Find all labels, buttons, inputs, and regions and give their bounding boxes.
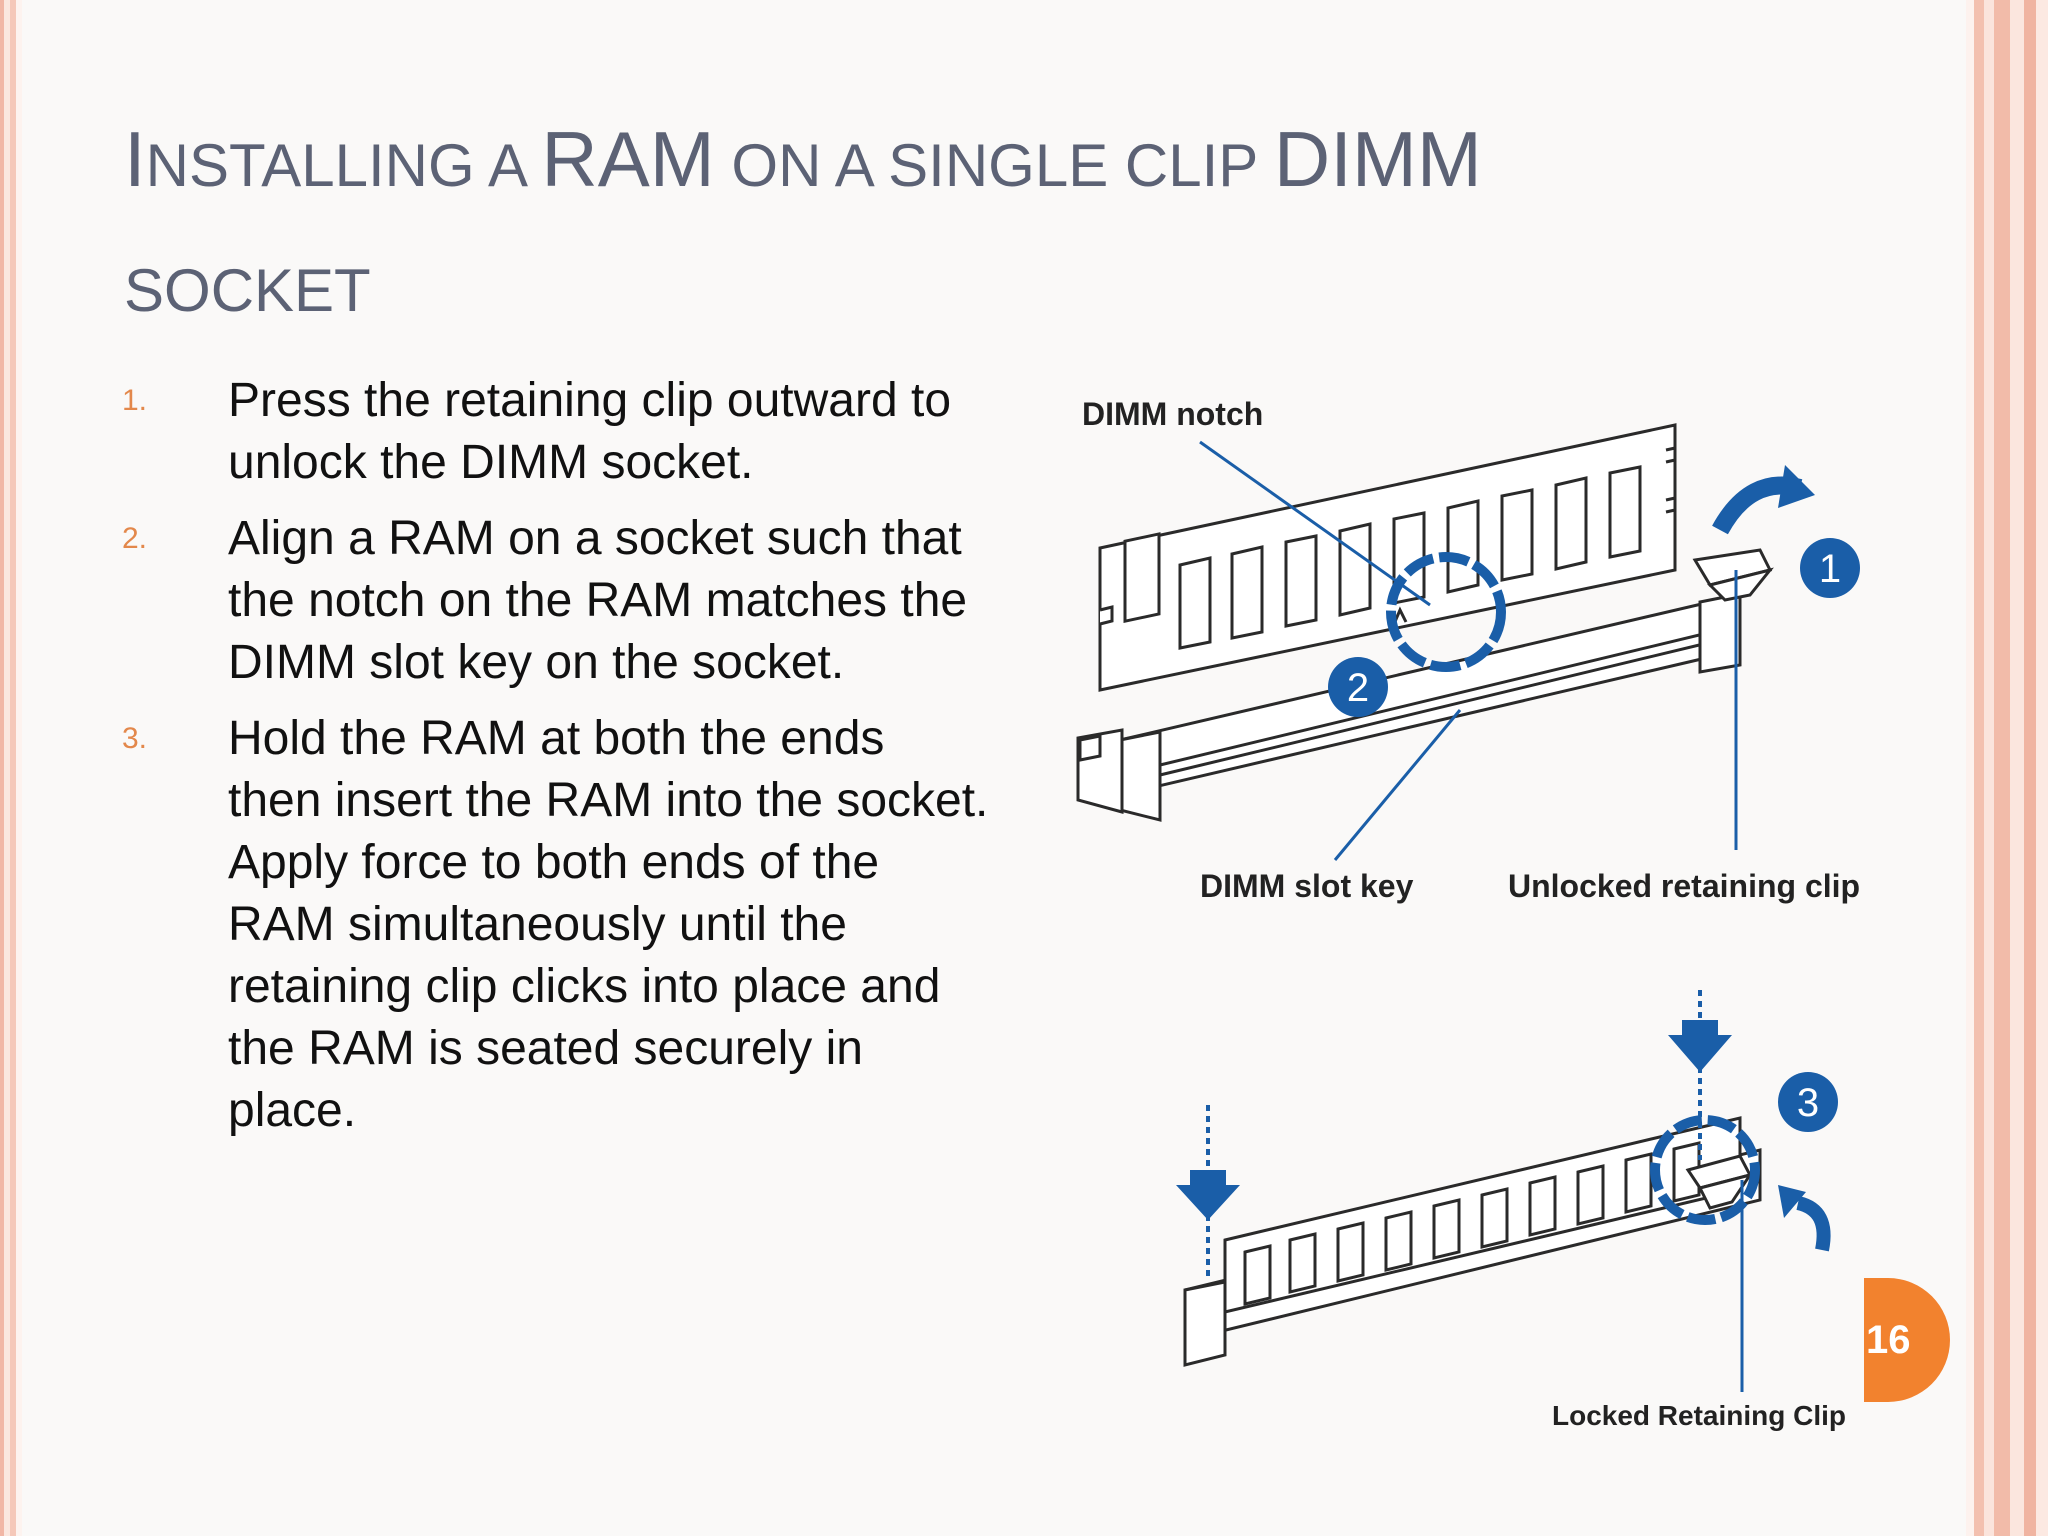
right-down-arrow-icon (1668, 1020, 1732, 1072)
slide-frame-left (0, 0, 22, 1536)
step-number: 2. (122, 522, 148, 555)
title-part: socket (124, 257, 371, 324)
step-item: 3. Hold the RAM at both the ends then in… (120, 708, 990, 1142)
step-text: Hold the RAM at both the ends then inser… (228, 712, 989, 1137)
slide-frame-right (1966, 0, 2048, 1536)
retaining-clip-unlocked (1692, 548, 1774, 602)
dimm-notch-leader (1199, 440, 1431, 607)
left-down-arrow-icon (1176, 1170, 1240, 1220)
title-part: RAM (541, 115, 715, 203)
step-text: Align a RAM on a socket such that the no… (228, 512, 968, 689)
title-part: I (124, 115, 146, 203)
step-badge-2: 2 (1328, 657, 1388, 717)
label-dimm-notch: DIMM notch (1082, 396, 1263, 432)
top-illustration: DIMM notch DIMM slot key Unlocked retain… (1076, 396, 1860, 904)
badge-number: 2 (1347, 666, 1369, 710)
label-locked-retaining-clip: Locked Retaining Clip (1552, 1400, 1846, 1431)
unlock-arrowhead-icon (1778, 465, 1815, 508)
badge-number: 3 (1797, 1081, 1819, 1125)
title-part: on a single clip (714, 132, 1274, 199)
label-dimm-slot-key: DIMM slot key (1200, 868, 1414, 904)
step-text: Press the retaining clip outward to unlo… (228, 374, 952, 489)
lock-arrow-icon (1796, 1196, 1831, 1252)
step-number: 3. (122, 722, 148, 755)
step-item: 1. Press the retaining clip outward to u… (120, 370, 990, 494)
step-item: 2. Align a RAM on a socket such that the… (120, 508, 990, 694)
slide-title: Installing a RAM on a single clip DIMM s… (124, 100, 1764, 350)
ram-module-top (1098, 423, 1677, 692)
lock-arrowhead-icon (1778, 1185, 1806, 1218)
step-badge-3: 3 (1778, 1072, 1838, 1132)
step-badge-1: 1 (1800, 538, 1860, 598)
step-number: 1. (122, 384, 148, 417)
title-part: DIMM (1273, 115, 1482, 203)
locked-clip-highlight (1650, 1115, 1760, 1225)
ram-install-diagram: DIMM notch DIMM slot key Unlocked retain… (1060, 380, 1960, 1440)
bottom-illustration: 3 Locked Retaining Clip (1176, 990, 1846, 1431)
badge-number: 1 (1819, 547, 1841, 591)
steps-list: 1. Press the retaining clip outward to u… (120, 370, 990, 1156)
dimm-slot-key-leader (1333, 709, 1462, 861)
dimm-notch-highlight (1386, 552, 1506, 672)
page-number-badge: 16 (1864, 1278, 1950, 1402)
label-unlocked-retaining-clip: Unlocked retaining clip (1508, 868, 1860, 904)
diagram-svg: DIMM notch DIMM slot key Unlocked retain… (1076, 396, 1860, 1431)
ram-module-bottom (1223, 1116, 1742, 1314)
title-part: nstalling a (145, 132, 542, 199)
